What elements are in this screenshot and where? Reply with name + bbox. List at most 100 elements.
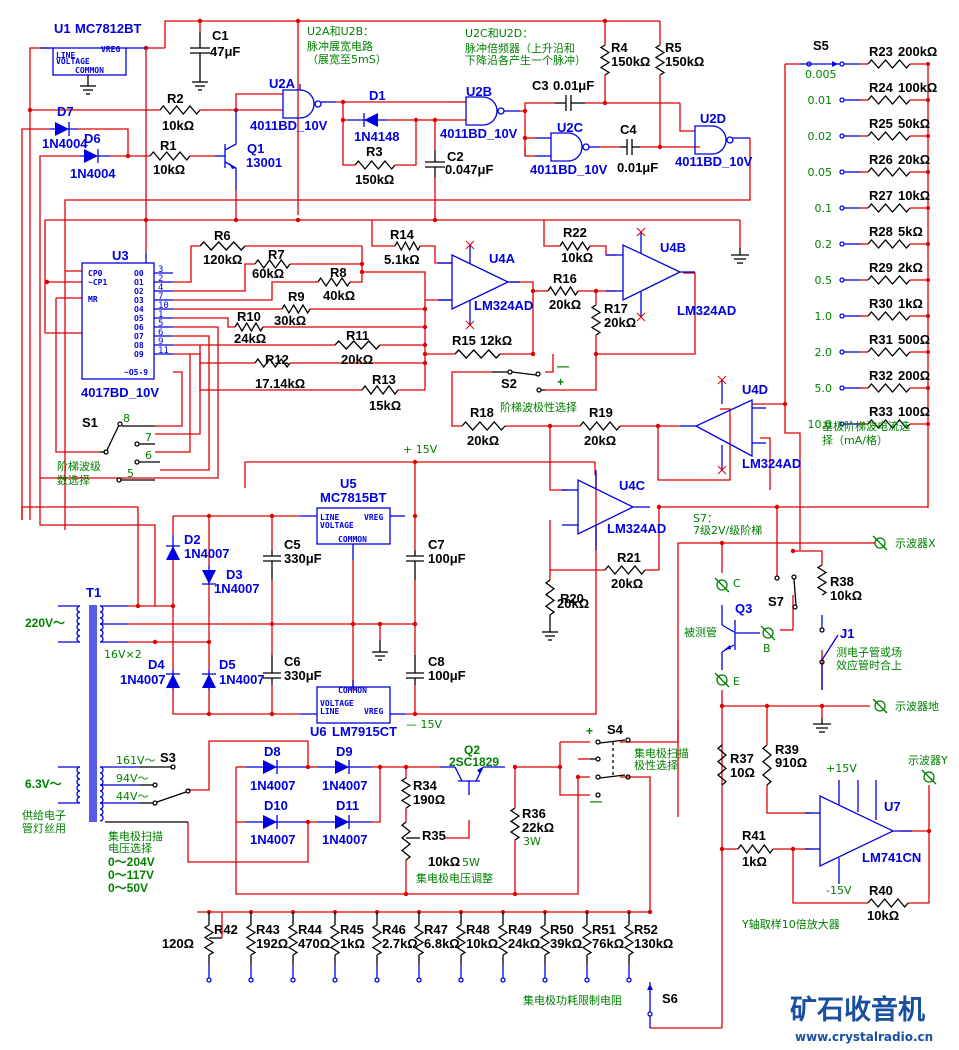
s5-position-label[interactable]: 0.5 (815, 274, 833, 287)
s5-position-label[interactable]: 0.2 (815, 238, 833, 251)
r11-value: 20kΩ (341, 352, 373, 367)
d10-part: 1N4007 (250, 832, 296, 847)
u2a-ref: U2A (269, 76, 296, 91)
s1-selector[interactable] (100, 421, 160, 483)
r40-ref: R40 (869, 883, 893, 898)
s4-switch[interactable] (578, 737, 631, 798)
u3-output-pin: 4 (158, 283, 163, 293)
scope-gnd-terminal[interactable] (874, 700, 886, 712)
s6-resistor-value: 10kΩ (466, 936, 498, 951)
filter-caps (263, 550, 424, 685)
r8-resistor (317, 276, 351, 288)
u2d-ref: U2D (700, 111, 726, 126)
note-r35: 集电极电压调整 (416, 871, 493, 885)
s6-resistor-ref: R43 (256, 922, 280, 937)
r13-resistor (361, 384, 399, 396)
r18-ref: R18 (470, 405, 494, 420)
r17-resistor (590, 304, 602, 336)
label-plus15: + 15V (403, 443, 438, 456)
s6-resistor-ref: R46 (382, 922, 406, 937)
junction-dots (27, 18, 932, 915)
s5-resistor-value: 20kΩ (898, 152, 930, 167)
q2-transistor (440, 766, 505, 795)
r3-value: 150kΩ (355, 172, 394, 187)
s5-position-label[interactable]: 1.0 (815, 310, 833, 323)
r6-ref: R6 (214, 228, 231, 243)
s6-resistor-value: 1kΩ (340, 936, 365, 951)
d1-ref: D1 (369, 88, 386, 103)
r35-power: 5W (462, 856, 480, 869)
s5-position-label[interactable]: 5.0 (815, 382, 833, 395)
u4b-part: LM324AD (677, 303, 736, 318)
q2-ref: Q2 (464, 743, 480, 757)
r21-resistor (604, 564, 646, 576)
r39-ref: R39 (775, 742, 799, 757)
u6-voltage: VOLTAGE (320, 699, 354, 708)
s2-switch[interactable] (492, 369, 545, 393)
s5-resistor-value: 1kΩ (898, 296, 923, 311)
s5-position-label[interactable]: 0.02 (808, 130, 833, 143)
s5-resistor-ref: R24 (869, 80, 894, 95)
u4d-ref: U4D (742, 382, 768, 397)
d2-part: 1N4007 (184, 546, 230, 561)
s5-position-label[interactable]: 0.005 (805, 68, 837, 81)
c3-value: 0.01μF (553, 78, 594, 93)
probe-terminals[interactable] (714, 535, 937, 785)
s3-ref: S3 (160, 750, 176, 765)
scope-y-terminal[interactable] (923, 771, 935, 783)
probe-e-terminal[interactable] (716, 674, 728, 686)
r37-resistor (716, 744, 728, 786)
s3-selector[interactable] (105, 764, 191, 823)
j1-switch[interactable] (813, 615, 839, 733)
r12-value: 17.14kΩ (255, 376, 305, 391)
u4a-part: LM324AD (474, 298, 533, 313)
s1-pos-6: 6 (145, 449, 152, 462)
note-u2ab-title: U2A和U2B： (307, 25, 374, 38)
probe-b-terminal[interactable] (762, 627, 774, 639)
r36-resistor (509, 807, 521, 841)
s5-resistor (867, 59, 911, 69)
s7-switch[interactable] (774, 574, 798, 610)
s5-position-label[interactable]: 0.1 (815, 202, 833, 215)
u1-vreg-label: VREG (101, 45, 120, 54)
r34-value: 190Ω (413, 792, 445, 807)
q1-part: 13001 (246, 155, 282, 170)
u6-line: LINE (320, 707, 339, 716)
u3-output-name: O7 (134, 332, 144, 341)
s5-resistor-ref: R25 (869, 116, 893, 131)
probe-c-terminal[interactable] (716, 579, 728, 591)
r34-ref: R34 (413, 778, 438, 793)
s5-resistor (867, 419, 911, 429)
r34-resistor (400, 777, 412, 809)
u2b-ref: U2B (466, 84, 492, 99)
s6-resistor (371, 924, 383, 956)
d11-part: 1N4007 (322, 832, 368, 847)
r40-resistor (867, 897, 909, 909)
s5-position-label[interactable]: 0.05 (808, 166, 833, 179)
label-16v: 16V×2 (104, 648, 142, 661)
s5-resistor-ref: R26 (869, 152, 893, 167)
op-amps (438, 232, 912, 884)
r20-value: 20kΩ (557, 596, 589, 611)
r22-resistor (559, 240, 591, 252)
small-caps (425, 95, 640, 178)
q1-transistor (215, 110, 237, 190)
c4-ref: C4 (620, 122, 637, 137)
logo-title: 矿石收音机 (790, 994, 925, 1026)
label-probe-b: B (763, 642, 771, 655)
s6-selector[interactable]: R42120ΩR43192ΩR44470ΩR451kΩR462.7kΩR476.… (162, 910, 673, 1028)
s2-ref: S2 (501, 376, 517, 391)
logo-url: www.crystalradio.cn (795, 1030, 933, 1044)
s5-position-label[interactable]: 2.0 (815, 346, 833, 359)
r14-ref: R14 (390, 227, 415, 242)
s5-position-label[interactable]: 0.01 (808, 94, 833, 107)
r7-resistor (254, 258, 291, 270)
u3-output-name: O3 (134, 296, 144, 305)
label-minus15: — 15V (406, 718, 442, 731)
label-94v: 94V～ (116, 772, 149, 785)
s5-position-label[interactable]: 10.0 (808, 418, 833, 431)
note-s1-line2: 数选择 (57, 473, 90, 487)
u3-mr: MR (88, 295, 98, 304)
